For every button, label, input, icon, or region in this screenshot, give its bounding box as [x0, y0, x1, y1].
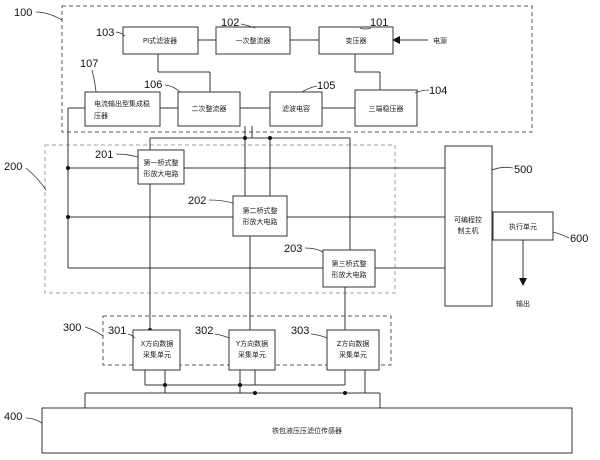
- three-terminal-regulator-label: 三端稳压器: [369, 104, 404, 113]
- x-collector-label-line1: X方向数据: [141, 339, 174, 348]
- z-collector-box: Z方向数据 采集单元: [326, 329, 380, 371]
- ref-203: 203: [284, 243, 302, 255]
- bridge-amp-2-label-line1: 第二桥式整: [243, 206, 278, 215]
- filter-capacitor-label: 滤波电容: [282, 104, 310, 113]
- second-rectifier-box: 二次整流器: [177, 91, 241, 127]
- bridge-amp-1-label-line1: 第一桥式整: [144, 158, 179, 167]
- current-output-regulator-label-line2: 压器: [94, 112, 108, 120]
- y-collector-label-line1: Y方向数据: [235, 339, 268, 348]
- z-collector-label-line2: 采集单元: [339, 350, 367, 359]
- bridge-amp-1-label-line2: 形放大电路: [144, 169, 179, 178]
- ref-102: 102: [221, 17, 239, 29]
- wiring: [67, 36, 527, 408]
- ref-105: 105: [317, 80, 335, 92]
- first-rectifier-box: 一次整流器: [215, 26, 291, 55]
- bridge-amp-2-label-line2: 形放大电路: [243, 217, 278, 226]
- controller-box: 可编程控 制主机: [444, 145, 493, 307]
- bridge-amp-2-box: 第二桥式整 形放大电路: [232, 195, 288, 237]
- x-collector-label-line2: 采集单元: [143, 350, 171, 359]
- ref-106: 106: [144, 79, 162, 91]
- ref-600: 600: [570, 233, 588, 245]
- ref-500: 500: [514, 164, 532, 176]
- three-terminal-regulator-box: 三端稳压器: [354, 89, 418, 127]
- group-300-boundary: [102, 315, 392, 366]
- group-200-boundary: [44, 144, 396, 294]
- ref-400: 400: [4, 411, 22, 423]
- bridge-amp-1-box: 第一桥式整 形放大电路: [137, 149, 185, 185]
- ref-107: 107: [80, 58, 98, 70]
- z-collector-label-line1: Z方向数据: [337, 339, 370, 348]
- ref-101: 101: [370, 17, 388, 29]
- pi-filter-label: PI式滤波器: [143, 36, 177, 45]
- ref-200: 200: [4, 161, 22, 173]
- power-source-label: 电源: [433, 36, 447, 45]
- bridge-amp-3-label-line1: 第三桥式整: [332, 259, 367, 268]
- controller-label-line1: 可编程控: [454, 215, 482, 224]
- bridge-amp-3-label-line2: 形放大电路: [332, 270, 367, 279]
- ref-100: 100: [14, 7, 32, 19]
- transformer-label: 变压器: [346, 36, 367, 45]
- output-label: 输出: [516, 299, 530, 308]
- second-rectifier-label: 二次整流器: [192, 104, 227, 113]
- first-rectifier-label: 一次整流器: [236, 36, 271, 45]
- bridge-amp-3-box: 第三桥式整 形放大电路: [322, 249, 376, 288]
- ref-300: 300: [63, 322, 81, 334]
- y-collector-box: Y方向数据 采集单元: [228, 329, 276, 371]
- junction-dots: [66, 136, 347, 395]
- ref-104: 104: [429, 85, 447, 97]
- current-output-regulator-box: 电流输出型集成稳 压器: [84, 91, 161, 127]
- ref-302: 302: [195, 325, 213, 337]
- ref-303: 303: [291, 325, 309, 337]
- sensor-label: 铁包液压压滤位传感器: [272, 426, 342, 435]
- ref-202: 202: [188, 195, 206, 207]
- current-output-regulator-label-line1: 电流输出型集成稳: [94, 99, 150, 108]
- reference-numerals: 100 101 102 103 104 105 106 107 200 201 …: [4, 7, 588, 424]
- filter-capacitor-box: 滤波电容: [269, 91, 323, 127]
- executor-label: 执行单元: [509, 222, 537, 231]
- ref-201: 201: [95, 149, 113, 161]
- x-collector-box: X方向数据 采集单元: [132, 329, 181, 371]
- controller-label-line2: 制主机: [458, 226, 479, 235]
- group-100-boundary: [61, 5, 533, 133]
- sensor-box: 铁包液压压滤位传感器: [41, 407, 573, 454]
- y-collector-label-line2: 采集单元: [238, 350, 266, 359]
- ref-103: 103: [96, 27, 114, 39]
- transformer-box: 变压器: [318, 26, 394, 55]
- ref-301: 301: [108, 325, 126, 337]
- executor-box: 执行单元: [492, 211, 554, 241]
- pi-filter-box: PI式滤波器: [122, 26, 199, 55]
